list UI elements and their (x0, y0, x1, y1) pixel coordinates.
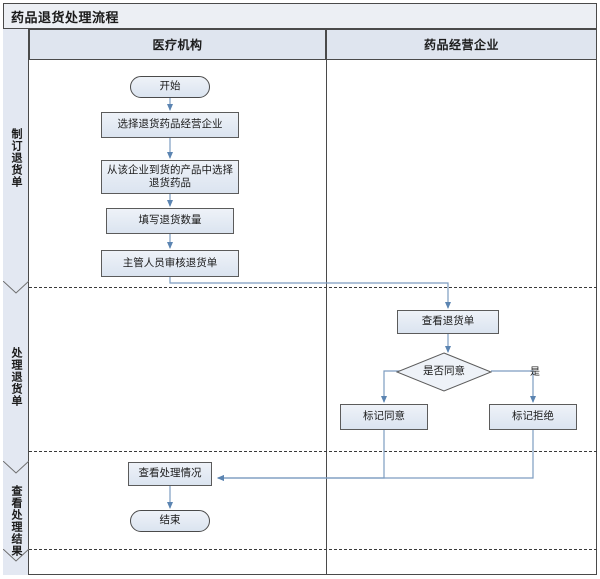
phase-separator-3 (29, 549, 597, 550)
lane-divider (326, 60, 327, 575)
node-label: 选择退货药品经营企业 (117, 118, 223, 131)
node-label: 查看处理情况 (138, 467, 202, 480)
node-mark-agree[interactable]: 标记同意 (340, 404, 428, 430)
phase-divider-chevron-1 (3, 281, 29, 294)
node-select-drug[interactable]: 从该企业到货的产品中选择退货药品 (101, 160, 239, 194)
node-fill-quantity[interactable]: 填写退货数量 (106, 208, 234, 234)
phase-cell-view-result: 查看处理结果 (3, 467, 29, 575)
lane-header-medical-institution: 医疗机构 (29, 29, 326, 60)
diagram-title-bar: 药品退货处理流程 (3, 3, 597, 29)
node-label: 标记同意 (363, 410, 405, 423)
diagram-frame (3, 3, 597, 575)
node-label: 标记拒绝 (512, 410, 554, 423)
phase-cell-process-return-order: 处理退货单 (3, 287, 29, 467)
node-label: 查看退货单 (421, 315, 475, 328)
node-label: 是否同意 (423, 365, 465, 378)
diagram-title: 药品退货处理流程 (11, 10, 120, 26)
phase-cell-create-return-order: 制订退货单 (3, 29, 29, 287)
node-label: 开始 (159, 80, 181, 93)
phase-label: 查看处理结果 (10, 485, 23, 557)
node-manager-review[interactable]: 主管人员审核退货单 (101, 250, 239, 277)
node-label: 填写退货数量 (138, 214, 202, 227)
phase-divider-chevron-2 (3, 461, 29, 474)
phase-label: 制订退货单 (10, 128, 23, 188)
node-label: 从该企业到货的产品中选择退货药品 (107, 163, 233, 189)
edge-label-yes: 是 (530, 367, 540, 378)
phase-separator-1 (29, 287, 597, 288)
node-end[interactable]: 结束 (130, 510, 210, 532)
lane-header-label: 医疗机构 (152, 38, 203, 52)
node-select-enterprise[interactable]: 选择退货药品经营企业 (101, 112, 239, 138)
phase-divider-chevron-3 (3, 549, 29, 562)
node-label: 主管人员审核退货单 (122, 256, 218, 269)
phase-label: 处理退货单 (10, 347, 23, 407)
node-view-status[interactable]: 查看处理情况 (128, 462, 212, 486)
node-view-order[interactable]: 查看退货单 (397, 310, 499, 334)
lane-header-drug-enterprise: 药品经营企业 (326, 29, 597, 60)
phase-band: 制订退货单 处理退货单 查看处理结果 (3, 29, 29, 575)
node-agree-decision[interactable]: 是否同意 (396, 352, 492, 392)
decision-diamond-shape (396, 352, 492, 392)
phase-separator-2 (29, 451, 597, 452)
node-label: 结束 (159, 514, 181, 527)
lane-header-label: 药品经营企业 (423, 38, 499, 52)
node-start[interactable]: 开始 (130, 76, 210, 98)
node-mark-reject[interactable]: 标记拒绝 (489, 404, 577, 430)
